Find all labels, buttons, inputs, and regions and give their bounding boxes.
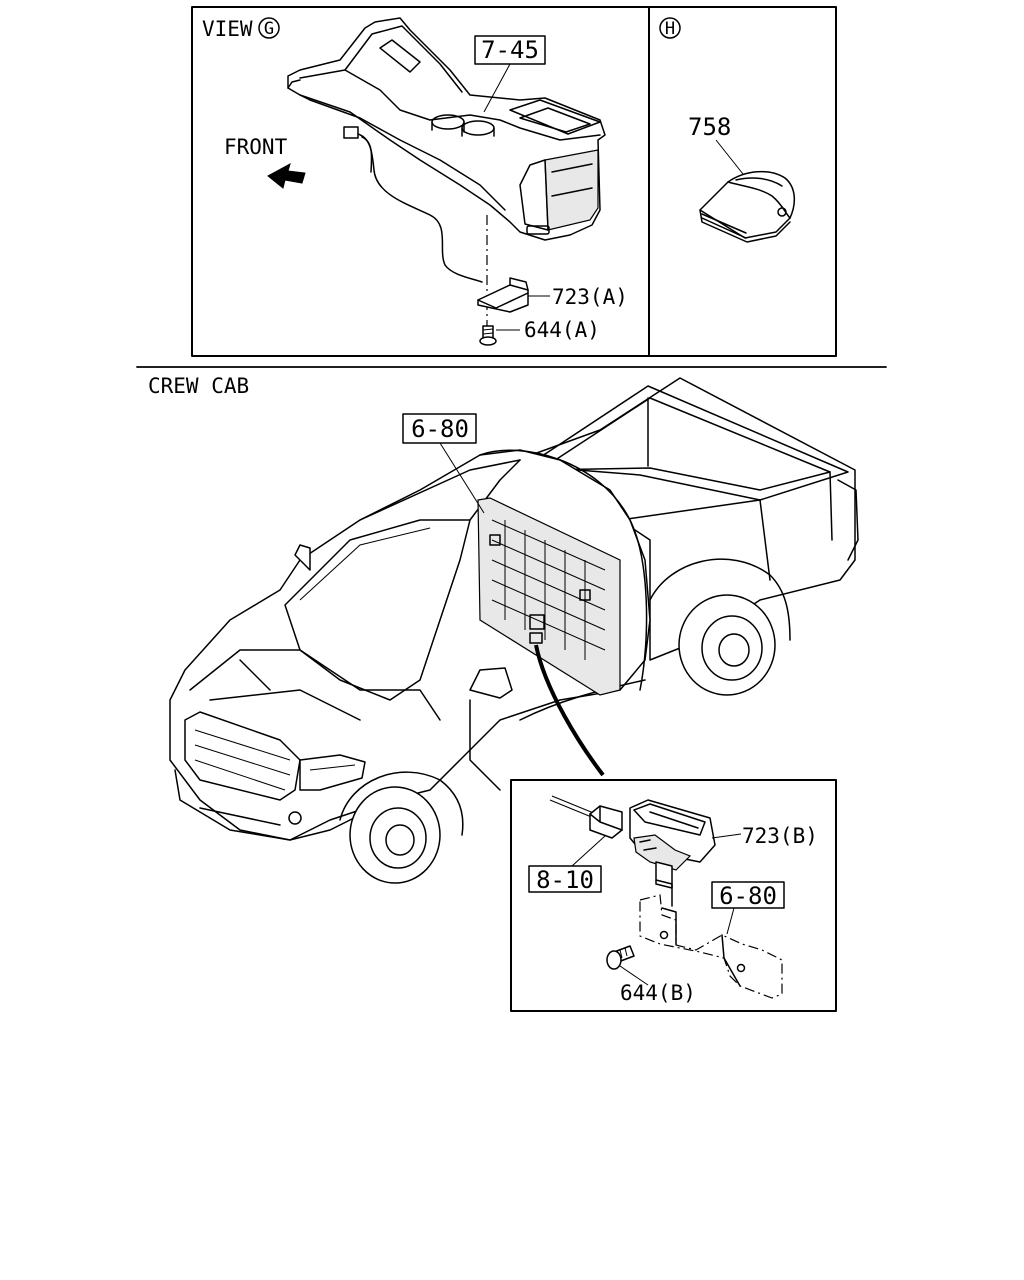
callout-7-45-text: 7-45 <box>481 36 539 64</box>
view-h-header: H <box>659 17 681 39</box>
part-758-drawing <box>699 139 795 243</box>
bracket-723a-drawing <box>477 277 550 313</box>
callout-8-10-box: 8-10 <box>528 865 602 894</box>
bracket-6-80-drawing <box>639 879 783 999</box>
callout-6-80-main-box: 6-80 <box>402 413 485 514</box>
view-g-header: VIEW G <box>202 17 280 41</box>
section-title: CREW CAB <box>148 374 249 398</box>
callout-7-45: 7-45 <box>474 35 546 113</box>
callout-6-80-main: 6-80 <box>411 415 469 443</box>
module-723b-drawing <box>629 799 742 889</box>
view-g-marker: G <box>264 19 274 39</box>
view-panels-frame <box>191 6 837 357</box>
front-label: FRONT <box>224 135 288 159</box>
harness-wire-drawing <box>343 126 483 283</box>
inset-pointer <box>529 632 605 777</box>
callout-6-80-inset: 6-80 <box>719 882 777 910</box>
callout-758: 758 <box>688 113 731 141</box>
connector-8-10-drawing <box>549 795 623 867</box>
callout-6-80-inset-box: 6-80 <box>711 881 785 910</box>
callout-8-10: 8-10 <box>536 866 594 894</box>
screw-644b-icon <box>606 945 649 986</box>
pickup-truck-drawing <box>169 377 859 884</box>
view-h-marker: H <box>665 19 675 39</box>
callout-644b: 644(B) <box>620 981 696 1005</box>
callout-644a: 644(A) <box>524 318 600 342</box>
callout-723b: 723(B) <box>742 824 818 848</box>
screw-644a-icon <box>479 325 520 346</box>
callout-723a: 723(A) <box>552 285 628 309</box>
center-console-drawing <box>287 17 606 330</box>
front-arrow-icon <box>267 162 306 189</box>
view-g-label: VIEW <box>202 17 253 41</box>
detail-inset-frame <box>510 779 837 1012</box>
